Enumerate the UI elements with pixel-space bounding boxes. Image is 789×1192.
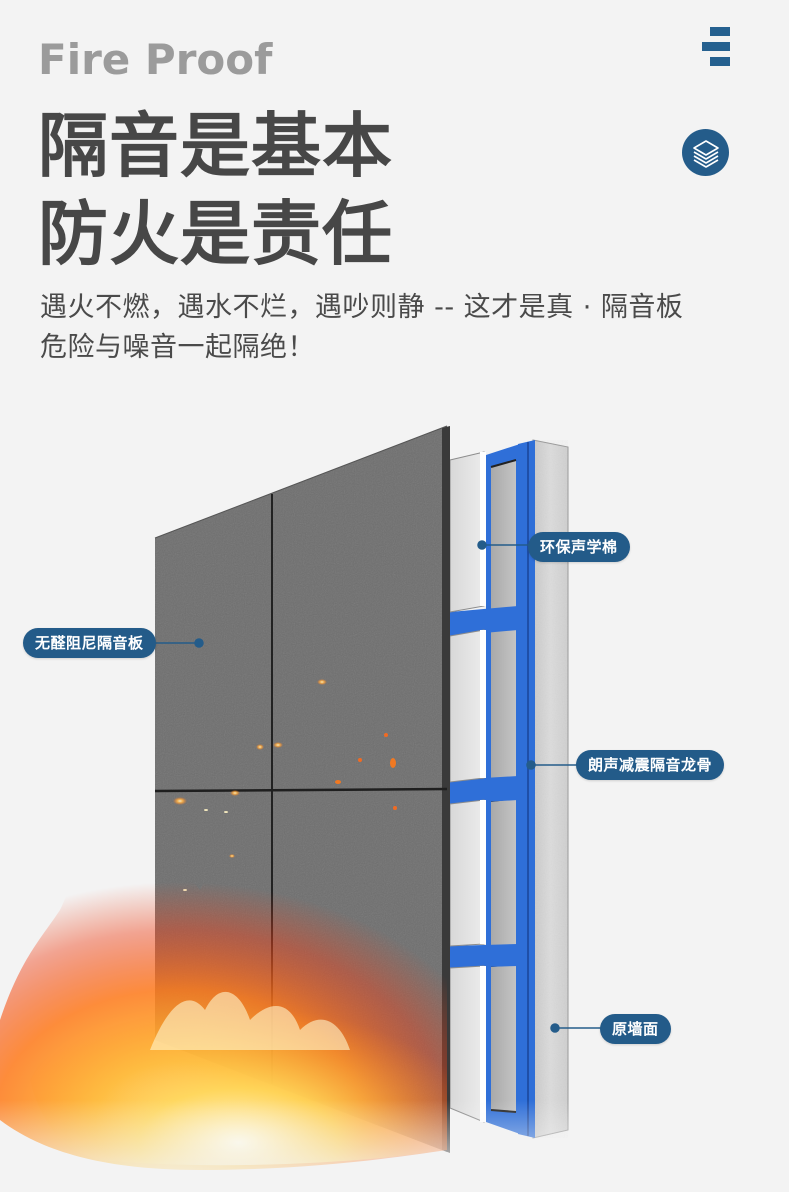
layers-icon (682, 129, 729, 176)
keel-marker-dot (526, 760, 536, 770)
menu-icon[interactable] (700, 24, 732, 66)
headline-line-2: 防火是责任 (38, 193, 393, 275)
original-wall-layer (532, 439, 569, 1139)
label-acoustic-cotton: 环保声学棉 (528, 532, 630, 562)
leader-lines (150, 540, 602, 1033)
wall-marker-dot (550, 1023, 560, 1033)
menu-bar-middle (702, 42, 730, 51)
subtext-line-1: 遇火不燃，遇水不烂，遇吵则静 -- 这才是真 · 隔音板 (40, 292, 684, 323)
layers-glyph (692, 139, 719, 168)
label-soundproof-panel: 无醛阻尼隔音板 (23, 628, 156, 658)
keel-frame-layer (450, 440, 535, 1138)
menu-bar-bottom (710, 57, 730, 66)
label-original-wall: 原墙面 (600, 1014, 671, 1044)
label-shock-absorbing-keel: 朗声减震隔音龙骨 (576, 750, 725, 780)
cotton-marker-dot (477, 540, 487, 550)
sparks (173, 679, 397, 891)
subtext: 遇火不燃，遇水不烂，遇吵则静 -- 这才是真 · 隔音板 危险与噪音一起隔绝！ (40, 288, 760, 368)
headline-line-1: 隔音是基本 (38, 105, 393, 187)
flames (0, 850, 789, 1192)
eyebrow-title: Fire Proof (38, 35, 273, 84)
menu-bar-top (710, 27, 730, 36)
panel-marker-dot (194, 638, 204, 648)
subtext-line-2: 危险与噪音一起隔绝！ (40, 332, 315, 363)
